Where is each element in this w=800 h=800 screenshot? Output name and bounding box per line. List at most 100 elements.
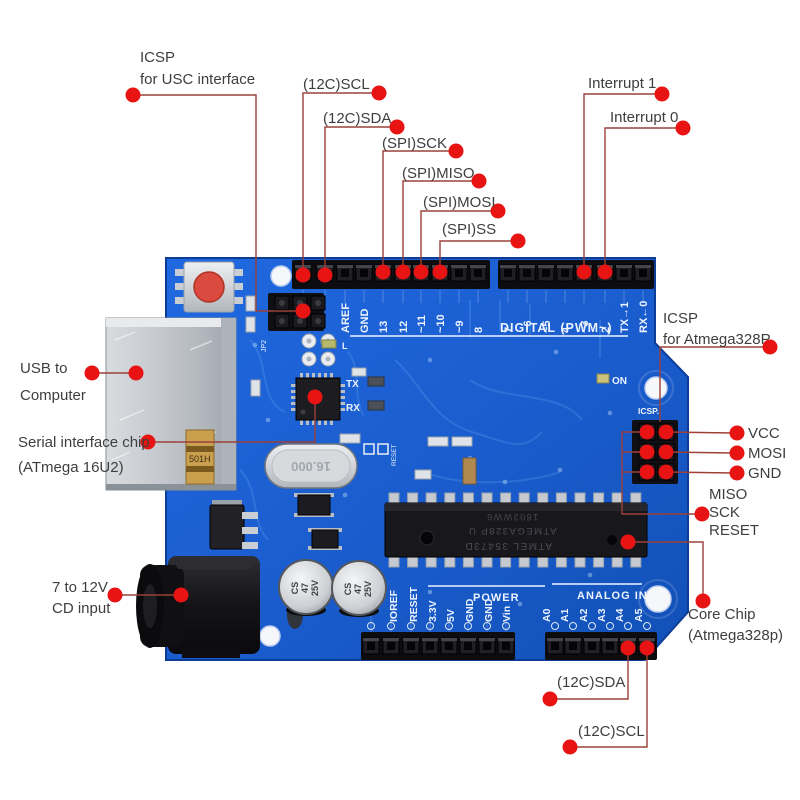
header-pin xyxy=(497,637,515,655)
soic-chip xyxy=(294,493,334,517)
annotation-dot xyxy=(448,143,464,159)
annotation-dot xyxy=(128,365,144,381)
pin-label: TX→1 xyxy=(619,302,631,333)
mounting-hole xyxy=(259,625,281,647)
header-pin xyxy=(459,637,477,655)
annotation-dot xyxy=(490,203,506,219)
annotation-label-interrupt-1: Interrupt 1 xyxy=(588,75,657,92)
pin-label: 4 xyxy=(560,326,572,333)
annotation-icsp-usb-interface xyxy=(125,87,311,319)
annotation-interrupt-0 xyxy=(597,120,691,280)
crystal-oscillator: 16.000 xyxy=(264,443,358,489)
rx-label: RX xyxy=(346,403,360,414)
header-pin xyxy=(336,264,354,282)
annotation-dc-input xyxy=(107,587,189,603)
annotation-dot xyxy=(295,303,311,319)
header-pin xyxy=(450,264,468,282)
header-pin xyxy=(546,637,564,655)
annotation-spi-mosi xyxy=(413,203,506,280)
annotation-label-i2c-scl-top: (12C)SCL xyxy=(303,76,370,93)
pin-label: ~3 xyxy=(579,320,591,333)
icsp-silk-label: ICSP. xyxy=(638,406,659,416)
on-label: ON xyxy=(612,376,627,387)
annotation-label-serial-interface-chip: Serial interface chip(ATmega 16U2) xyxy=(18,434,150,476)
power-jack xyxy=(136,556,303,658)
annotation-label-i2c-sda-bottom: (12C)SDA xyxy=(557,674,626,691)
annotation-dot xyxy=(695,593,711,609)
pin-label: GND xyxy=(483,598,495,622)
header-pin xyxy=(564,637,582,655)
header-pin xyxy=(382,637,400,655)
annotation-dot xyxy=(729,445,745,461)
header-pin xyxy=(478,637,496,655)
annotation-label-mosi: MOSI xyxy=(748,445,787,462)
annotation-dot xyxy=(658,464,674,480)
annotation-label-spi-ss: (SPI)SS xyxy=(442,221,497,238)
soic-chip xyxy=(308,528,342,550)
pin-label: A1 xyxy=(559,608,571,622)
chip-marking: ATMEL 35473D xyxy=(464,540,552,551)
mounting-hole xyxy=(270,265,292,287)
pin-label: A0 xyxy=(541,608,553,622)
annotation-spi-sck xyxy=(375,143,464,280)
chip-marking: ATMEGA328P U xyxy=(468,525,557,536)
pin-label: Vin xyxy=(501,606,513,622)
mounting-hole xyxy=(644,376,668,400)
header-pin xyxy=(355,264,373,282)
header-pin xyxy=(583,637,601,655)
pin-label: ~10 xyxy=(435,314,447,333)
annotation-i2c-sda-top xyxy=(317,119,405,283)
header-pin xyxy=(518,264,536,282)
annotation-i2c-sda-bottom xyxy=(542,640,636,707)
capacitor: CS4725V xyxy=(278,559,334,616)
pin-label: 2 xyxy=(600,327,612,333)
annotation-dot xyxy=(620,534,636,550)
header-pin xyxy=(537,264,555,282)
header-pin xyxy=(634,264,652,282)
pin-label: GND xyxy=(359,309,371,334)
pcb-traces xyxy=(239,300,678,619)
annotation-dot xyxy=(510,233,526,249)
power-section-label: POWER xyxy=(473,592,520,604)
pin-label: IOREF xyxy=(388,589,400,622)
annotation-label-interrupt-0: Interrupt 0 xyxy=(610,109,679,126)
annotation-dot xyxy=(675,120,691,136)
annotation-dot xyxy=(542,691,558,707)
pin-label: RX←0 xyxy=(638,301,650,333)
annotation-dot xyxy=(432,264,448,280)
annotation-dot xyxy=(371,85,387,101)
header-pin xyxy=(499,264,517,282)
annotation-dot xyxy=(620,640,636,656)
annotation-dot xyxy=(471,173,487,189)
annotations xyxy=(84,85,778,755)
jp2-pads xyxy=(301,333,336,367)
reset-silk-label: RESET xyxy=(391,444,398,466)
annotation-core-chip xyxy=(620,534,711,609)
pin-label: 7 xyxy=(503,327,515,333)
annotation-dot xyxy=(576,264,592,280)
pin-label: ~6 xyxy=(522,320,534,333)
capacitor: CS4725V xyxy=(331,560,387,617)
annotation-spi-ss xyxy=(432,233,526,280)
header-pin xyxy=(362,637,380,655)
pin-label: AREF xyxy=(340,303,352,333)
polyfuse: 501H xyxy=(185,429,215,485)
chip-marking: 1803WW6 xyxy=(486,512,539,522)
annotation-label-core-chip: Core Chip(Atmega328p) xyxy=(688,606,784,644)
annotation-dot xyxy=(413,264,429,280)
board: 16.000 501H xyxy=(105,257,689,661)
header-pin xyxy=(402,637,420,655)
pin-label: A5 xyxy=(633,608,645,622)
header-pin xyxy=(615,264,633,282)
header-pin xyxy=(469,264,487,282)
annotation-spi-miso xyxy=(395,173,487,280)
annotation-i2c-scl-bottom xyxy=(562,640,655,755)
header-pin xyxy=(421,637,439,655)
annotation-dot xyxy=(125,87,141,103)
main-chip: 1803WW6 ATMEGA328P U ATMEL 35473D xyxy=(384,492,648,568)
annotation-dot xyxy=(307,389,323,405)
